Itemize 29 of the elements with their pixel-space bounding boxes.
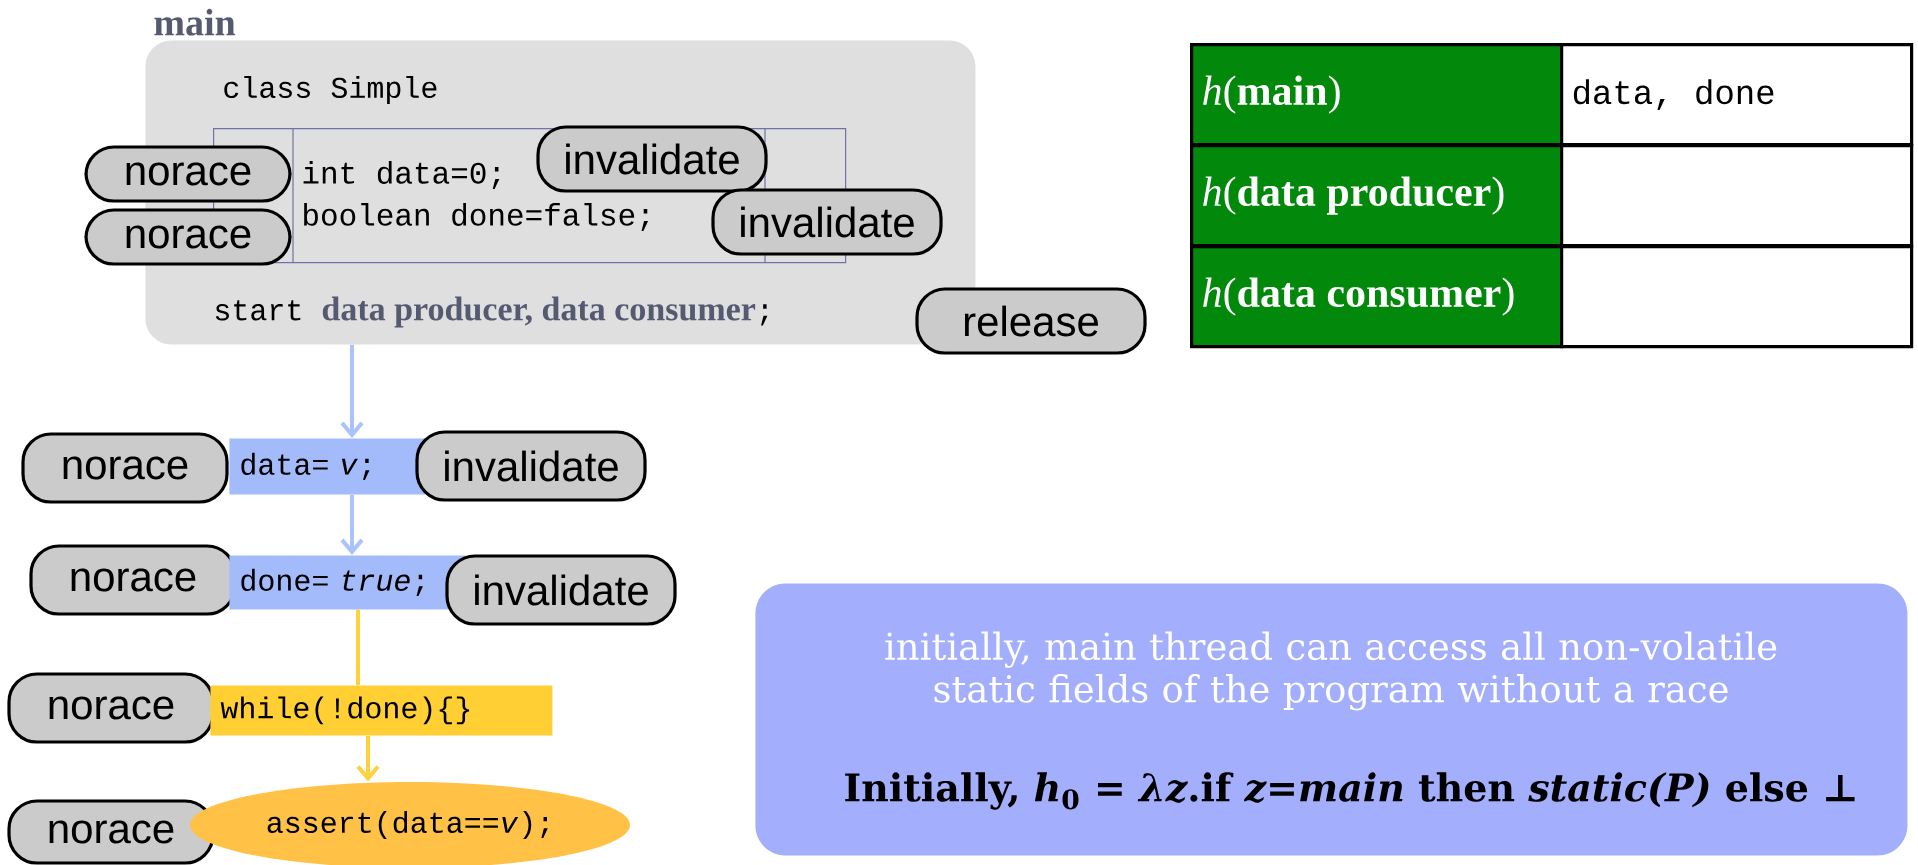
- panel-heading: main: [154, 8, 236, 36]
- annotation-pill: invalidate: [445, 554, 677, 626]
- table-cell: h(main): [1190, 43, 1564, 147]
- annotation-pill: invalidate: [536, 125, 768, 193]
- note-text: initially, main thread can access all non-volatile static fields of the program without a race: [885, 631, 1777, 711]
- annotation-pill: invalidate: [415, 430, 647, 502]
- annotation-pill: norace: [7, 672, 215, 744]
- arrow: [340, 344, 364, 438]
- code-line: class Simple: [224, 76, 437, 104]
- formula-text: Initially, h$_{0}$ = λz.if z=main then static(P) else ⊥: [845, 772, 1855, 810]
- code-line: int data=0;: [303, 161, 500, 189]
- statement-box: while(!done){}: [210, 685, 553, 736]
- annotation-pill: invalidate: [711, 188, 943, 256]
- annotation-pill: norace: [84, 208, 292, 266]
- statement-box: done= true;: [229, 555, 466, 610]
- arrow: [340, 494, 364, 555]
- annotation-pill: norace: [29, 544, 237, 616]
- table-cell: data, done: [1560, 43, 1914, 147]
- annotation-pill: norace: [7, 799, 215, 865]
- annotation-pill: norace: [84, 145, 292, 203]
- annotation-pill: release: [915, 287, 1147, 355]
- annotation-pill: norace: [21, 432, 229, 504]
- statement-box: data= v;: [229, 438, 426, 495]
- code-line: start data producer, data consumer;: [215, 296, 768, 328]
- table-cell: h(data producer): [1190, 144, 1564, 248]
- connector-line: [356, 609, 360, 685]
- table-cell: h(data consumer): [1190, 245, 1564, 349]
- arrow: [356, 735, 380, 782]
- code-line: boolean done=false;: [304, 203, 649, 231]
